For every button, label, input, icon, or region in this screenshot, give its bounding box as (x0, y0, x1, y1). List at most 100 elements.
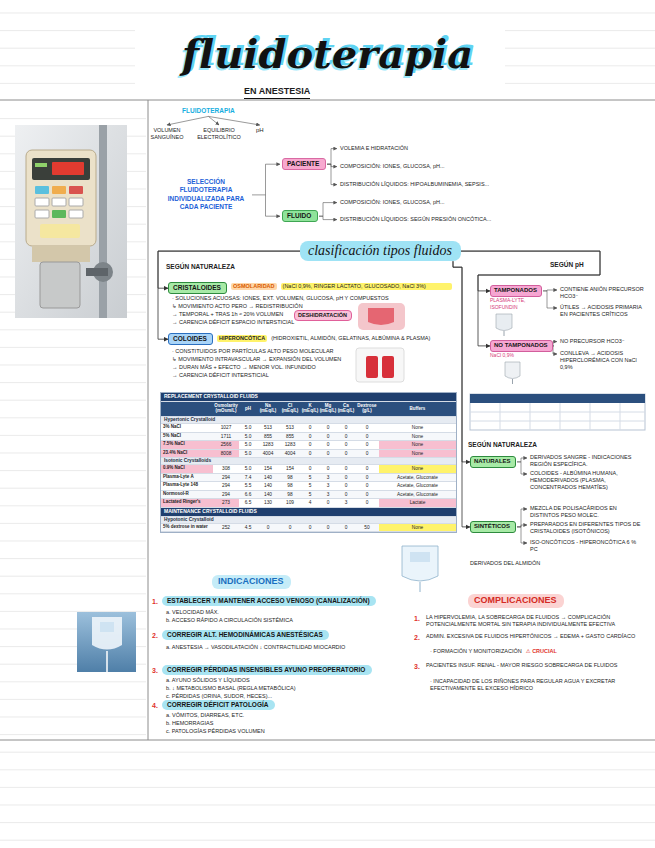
table-cell: None (379, 465, 456, 474)
table-cell: 0 (257, 524, 279, 533)
table-cell: 273 (213, 499, 239, 508)
ruled-line (0, 822, 655, 823)
ruled-line (0, 681, 146, 682)
table-cell: None (379, 441, 456, 450)
ruled-line (0, 505, 146, 506)
fluid-box: FLUIDO (282, 210, 318, 222)
table-cell: 0.9% NaCl (161, 465, 213, 474)
ruled-line (0, 48, 135, 49)
table-cell: 7.4 (239, 474, 257, 483)
table-cell: 0 (301, 424, 319, 433)
table-cell: 154 (279, 465, 301, 474)
table-cell: 98 (279, 491, 301, 500)
table-cell: 3 (337, 499, 355, 508)
note-text: LA HIPERVOLEMIA, LA SOBRECARGA DE FLUIDO… (426, 614, 644, 628)
table-cell: 0 (355, 450, 379, 459)
table-cell: 4.5 (239, 524, 257, 533)
ruled-line (0, 576, 146, 577)
ruled-line (0, 453, 146, 454)
table-cell: 5.0 (239, 465, 257, 474)
ruled-line (0, 382, 146, 383)
table-cell: 5.0 (239, 433, 257, 442)
note-text: NaCl 0,9% (490, 352, 514, 359)
section-heading: COMPLICACIONES (468, 594, 564, 608)
table-cell: 23.4% NaCl (161, 450, 213, 459)
table-cell: 140 (257, 474, 279, 483)
table-cell: 130 (257, 499, 279, 508)
table-cell: 1711 (213, 433, 239, 442)
leader-line (266, 164, 281, 165)
table-cell: 98 (279, 474, 301, 483)
table-cell: Isotonic Crystalloids (161, 458, 456, 465)
table-cell: 0 (337, 524, 355, 533)
table-cell: pH (239, 402, 257, 417)
box-text: PACIENTE (287, 160, 319, 168)
ruled-line (0, 488, 146, 489)
ruled-line (0, 769, 655, 770)
separator-line (0, 740, 655, 741)
note-text: · SOLUCIONES ACUOSAS: IONES, EXT. VOLUME… (172, 295, 452, 302)
table-cell: 5.0 (239, 441, 257, 450)
table-cell: Lactate (379, 499, 456, 508)
ruled-line (0, 329, 146, 330)
table-cell: 0 (301, 524, 319, 533)
leader-line (208, 116, 259, 125)
table-cell: 8008 (213, 450, 239, 459)
note-text: COMPOSICIÓN: IONES, GLUCOSA, pH... (340, 163, 445, 170)
topic-heading: SELECCIÓN FLUIDOTERAPIA INDIVIDUALIZADA … (163, 178, 249, 212)
note-text: a. VÓMITOS, DIARREAS, ETC. (166, 712, 244, 719)
table-cell: 0 (355, 474, 379, 483)
category-box: COLOIDES (168, 333, 213, 345)
warning-text: ⚠ CRUCIAL (526, 648, 557, 655)
note-text: → CARENCIA DÉFICIT ESPACIO INTERSTICIAL (172, 319, 342, 326)
highlight-item: CORREGIR PÉRDIDAS INSENSIBLES AYUNO PREO… (162, 665, 372, 675)
table-cell: 0 (301, 465, 319, 474)
box-text: INDICACIONES (218, 576, 284, 588)
leader-line (319, 203, 337, 217)
ruled-line (0, 541, 146, 542)
note-text: VOLEMIA E HIDRATACIÓN (340, 145, 408, 152)
note-text: → DURAN MÁS + EFECTO → MENOR VOL. INFUND… (172, 364, 350, 371)
ruled-line (0, 840, 655, 841)
table-cell: MAINTENANCE CRYSTALLOID FLUIDS (161, 508, 456, 517)
note-text: NO PRECURSOR HCO3⁻ (560, 338, 645, 345)
buffered-bag-image (496, 314, 512, 336)
table-cell: Normosol-R (161, 491, 213, 500)
note-text: pH (256, 127, 264, 135)
subtitle: EN ANESTESIA (244, 86, 310, 99)
crystalloid-bag-image (358, 303, 405, 330)
table-cell: 0 (355, 465, 379, 474)
box-text: DESHIDRATACIÓN (298, 312, 347, 319)
note-text: a. VELOCIDAD MÁX. (166, 609, 219, 616)
note-text: PLASMA-LYTE, ISOFUNDIN (490, 297, 544, 310)
note-text: (HIDROXIETIL, ALMIDÓN, GELATINAS, ALBÚMI… (271, 335, 452, 342)
table-cell: 0 (337, 491, 355, 500)
leader-line (266, 216, 281, 217)
table-cell: 0 (319, 433, 337, 442)
note-text: ADMIN. EXCESIVA DE FLUIDOS HIPERTÓNICOS … (426, 633, 644, 640)
ruled-line (0, 611, 146, 612)
ruled-line (505, 30, 655, 31)
note-text: ÚTILES → ACIDOSIS PRIMARIA EN PACIENTES … (560, 304, 645, 318)
note-text: PREPARADOS EN DIFERENTES TIPOS DE CRISTA… (530, 521, 645, 535)
box-text: CORREGIR ALT. HEMODINÁMICAS ANESTÉSICAS (167, 631, 323, 639)
leader-line (319, 216, 337, 219)
box-text: COMPLICACIONES (474, 595, 557, 607)
table-cell: 0 (337, 482, 355, 491)
table-cell: 5.0 (239, 424, 257, 433)
table-cell: 3 (319, 482, 337, 491)
branch-heading: SEGÚN NATURALEZA (166, 263, 235, 271)
note-text: a. ANESTESIA → VASODILATACIÓN ↓ CONTRACT… (166, 644, 345, 651)
box-text: SINTÉTICOS (474, 523, 510, 531)
note-text: ↳ MOVIMIENTO INTRAVASCULAR → EXPANSIÓN D… (172, 356, 350, 363)
ruled-line (0, 118, 146, 119)
table-cell: 294 (213, 482, 239, 491)
table-cell: Hypotonic Crystalloid (161, 517, 456, 524)
table-cell: 0 (319, 465, 337, 474)
table-cell: Lactated Ringer's (161, 499, 213, 508)
table-cell: 5 (301, 474, 319, 483)
table-cell: 0 (301, 450, 319, 459)
table-cell: 3 (319, 491, 337, 500)
box-text: FLUIDO (287, 212, 311, 220)
item-number: 1. (152, 597, 158, 606)
